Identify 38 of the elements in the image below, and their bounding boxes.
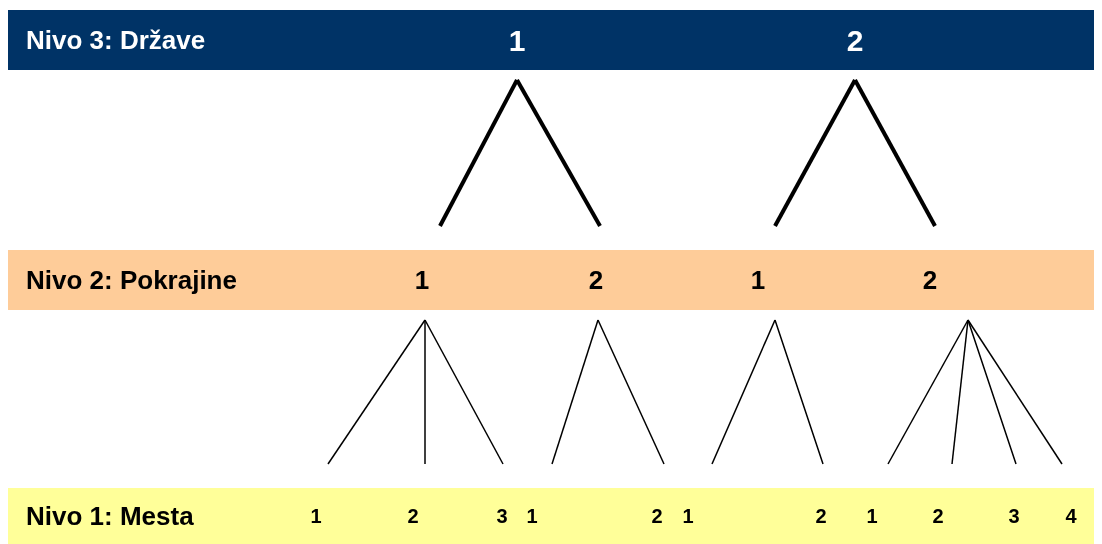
tree-line: [327, 319, 426, 465]
level-heading: Nivo 1: Mesta: [26, 499, 194, 533]
level-number: 1: [750, 260, 766, 300]
level-heading: Nivo 2: Pokrajine: [26, 263, 237, 297]
tree-line: [967, 319, 1017, 465]
tree-line: [424, 319, 426, 465]
tree-line: [887, 319, 969, 465]
tree-line: [951, 319, 969, 465]
level-heading: Nivo 3: Države: [26, 23, 206, 57]
level-number: 1: [526, 501, 538, 531]
tree-line: [424, 319, 504, 465]
tree-line: [967, 319, 1063, 465]
level-number: 2: [932, 501, 944, 531]
tree-line: [515, 79, 602, 227]
level-band: [8, 250, 1094, 310]
level-number: 2: [846, 17, 864, 63]
level-number: 2: [815, 501, 827, 531]
level-number: 3: [1008, 501, 1020, 531]
level-number: 1: [310, 501, 322, 531]
level-number: 2: [651, 501, 663, 531]
level-number: 4: [1065, 501, 1077, 531]
level-number: 1: [682, 501, 694, 531]
level-number: 1: [508, 17, 526, 63]
level-number: 3: [496, 501, 508, 531]
tree-line: [551, 319, 599, 465]
tree-line: [774, 319, 824, 465]
tree-line: [438, 79, 519, 227]
level-band: [8, 10, 1094, 70]
tree-line: [711, 319, 776, 465]
level-number: 2: [922, 260, 938, 300]
level-number: 2: [588, 260, 604, 300]
level-number: 1: [866, 501, 878, 531]
level-band: [8, 488, 1094, 544]
level-number: 2: [407, 501, 419, 531]
level-number: 1: [414, 260, 430, 300]
tree-line: [597, 319, 665, 465]
tree-line: [773, 79, 857, 227]
tree-line: [853, 79, 937, 227]
